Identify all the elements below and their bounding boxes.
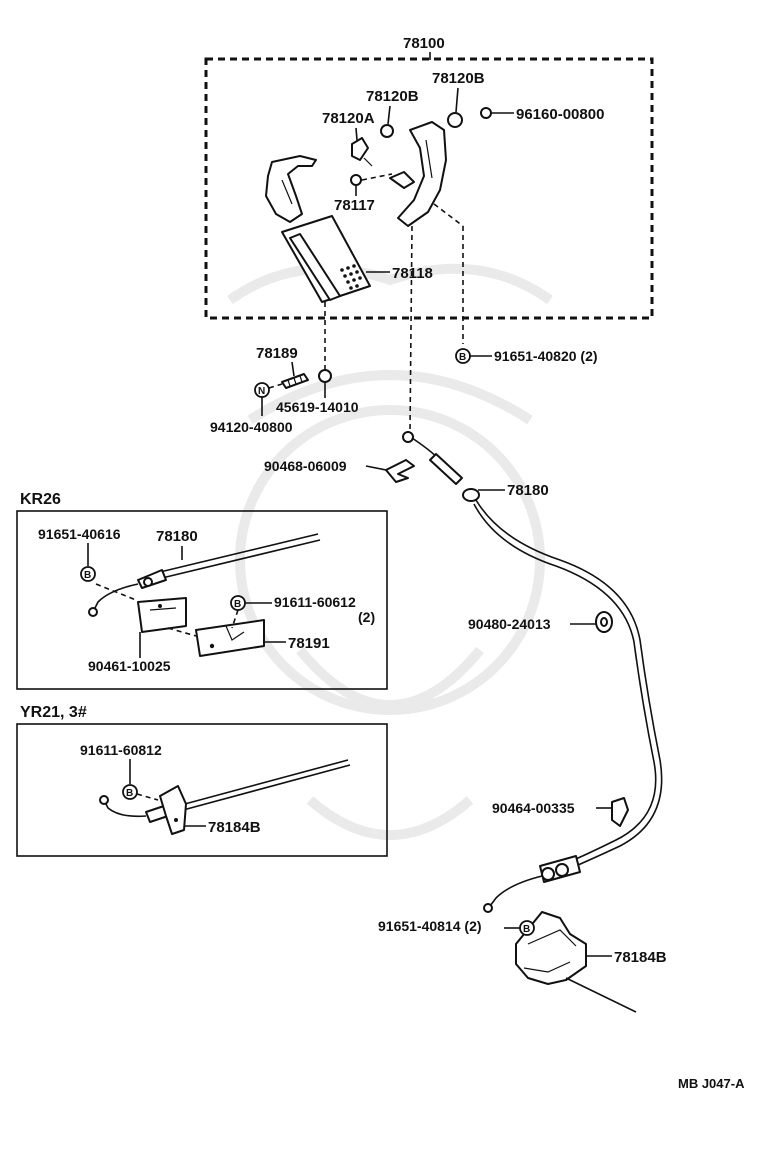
part-label-91651-40820: 91651-40820 (2) <box>494 348 598 364</box>
kr26-title: KR26 <box>20 491 61 508</box>
stopper-bolt-78189 <box>281 373 309 389</box>
yr21-callout-circle-B <box>122 784 138 800</box>
leader-90468 <box>365 465 387 471</box>
kr26-label-91651-40616: 91651-40616 <box>38 526 121 542</box>
bolt-78117 <box>350 174 362 186</box>
part-label-91651-40814: 91651-40814 (2) <box>378 918 482 934</box>
part-label-78118: 78118 <box>392 265 433 282</box>
pedal-support-bracket <box>389 121 447 227</box>
part-label-90480-24013: 90480-24013 <box>468 616 551 632</box>
yr21-bracket-78184B <box>159 785 187 835</box>
kr26-callout-letter-B: B <box>84 570 91 581</box>
dash-bracket-corner <box>433 203 464 227</box>
dash-N-to-stopper <box>268 383 283 389</box>
part-label-90468-06009: 90468-06009 <box>264 458 347 474</box>
leader-78120B-lower <box>387 105 391 125</box>
part-label-78117: 78117 <box>334 197 375 214</box>
part-label-94120-40800: 94120-40800 <box>210 419 293 435</box>
yr21-title: YR21, 3# <box>20 704 87 721</box>
pedal-arm <box>265 155 317 223</box>
nut-96160 <box>480 107 492 119</box>
clamp-90464 <box>611 797 629 827</box>
callout-letter-N: N <box>258 386 265 397</box>
kr26-qty: (2) <box>358 609 375 625</box>
kr26-label-91611-60612: 91611-60612 <box>274 594 356 610</box>
part-label-78120A: 78120A <box>322 110 375 127</box>
spring-78120A <box>351 137 373 167</box>
yr21-callout-letter-B: B <box>126 788 133 799</box>
kr26-inset-box <box>16 510 388 690</box>
kr26-dash-plate <box>167 627 197 637</box>
part-label-78120B-lower: 78120B <box>366 88 419 105</box>
yr21-inset-box <box>16 723 388 857</box>
kr26-plate-78191 <box>195 619 265 657</box>
assembly-number-label: 78100 <box>403 35 445 52</box>
part-label-90464-00335: 90464-00335 <box>492 800 575 816</box>
dash-78117 <box>361 173 393 181</box>
bushing-78120B-right <box>447 112 463 128</box>
part-label-78184B-main: 78184B <box>614 949 667 966</box>
accelerator-cable-78180 <box>402 431 663 913</box>
leader-78120B-upper <box>455 87 459 113</box>
callout-letter-B-40814: B <box>523 924 530 935</box>
part-label-78120B-upper: 78120B <box>432 70 485 87</box>
dash-arm-to-cable <box>409 225 413 431</box>
bushing-78120B-left <box>380 124 394 138</box>
part-label-96160-00800: 96160-00800 <box>516 106 604 123</box>
yr21-dash-b <box>136 793 159 801</box>
kr26-label-78191: 78191 <box>288 635 330 652</box>
part-label-45619-14010: 45619-14010 <box>276 399 359 415</box>
leader-78189 <box>291 361 295 377</box>
kr26-callout-letter-B2: B <box>234 599 241 610</box>
clip-90468 <box>385 459 415 483</box>
cushion-45619 <box>318 369 332 383</box>
callout-letter-B-40820: B <box>459 352 466 363</box>
yr21-label-91611-60812: 91611-60812 <box>80 742 162 758</box>
kr26-dash-b2 <box>231 609 239 629</box>
leader-78120A <box>355 127 358 141</box>
assembly-dashed-box <box>204 57 654 320</box>
kr26-cable <box>88 533 321 617</box>
kr26-label-90461-10025: 90461-10025 <box>88 658 171 674</box>
yr21-label-78184B: 78184B <box>208 819 261 836</box>
kr26-callout-circle-B <box>80 566 96 582</box>
reference-code: MB J047-A <box>678 1076 745 1091</box>
grommet-90480 <box>595 611 613 633</box>
pedal-pad-78118 <box>281 215 371 303</box>
kr26-dash-b <box>95 583 137 601</box>
kr26-bracket-90461 <box>137 597 187 633</box>
kr26-label-78180: 78180 <box>156 528 198 545</box>
part-label-78189: 78189 <box>256 345 298 362</box>
part-label-78180-main: 78180 <box>507 482 549 499</box>
